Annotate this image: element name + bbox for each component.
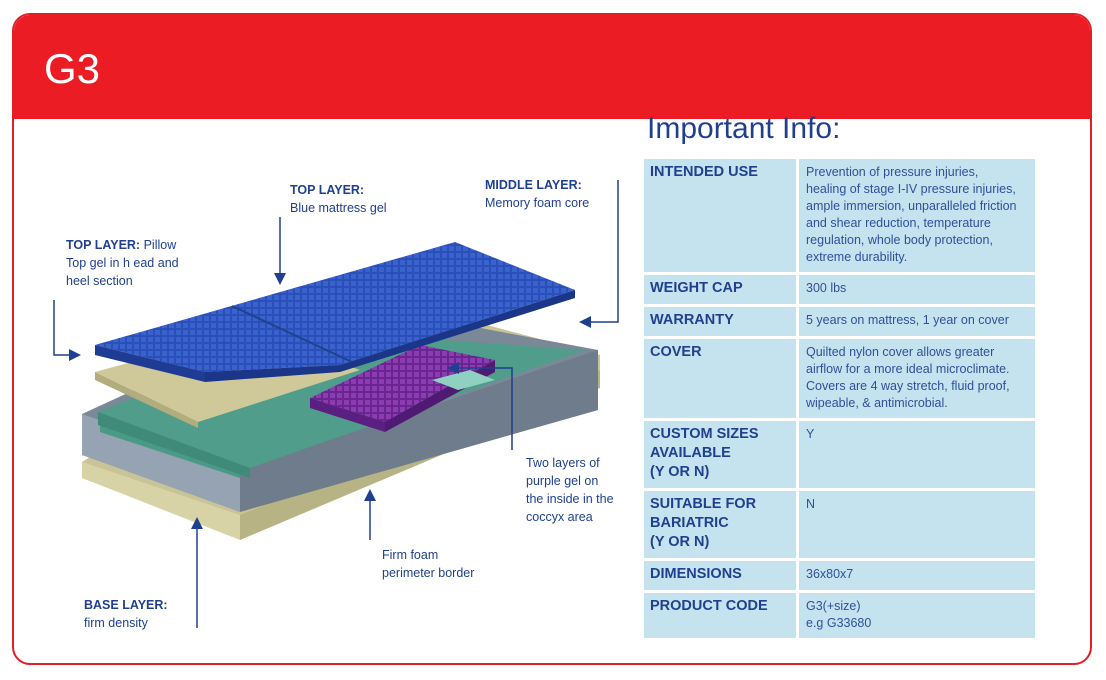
callout-heading: BASE LAYER: <box>84 598 168 612</box>
info-row: WEIGHT CAP 300 lbs <box>644 275 1035 304</box>
header-bar: G3 <box>14 15 1090 119</box>
callout-text: the inside in the <box>526 492 614 506</box>
info-row: CUSTOM SIZES AVAILABLE (Y OR N) Y <box>644 421 1035 488</box>
info-value: G3(+size) e.g G33680 <box>799 593 1035 638</box>
info-value: 5 years on mattress, 1 year on cover <box>799 307 1035 336</box>
callout-border: Firm foam perimeter border <box>382 546 474 582</box>
info-label-line: (Y OR N) <box>650 464 710 480</box>
blue-gel-top <box>95 242 575 382</box>
callout-top-blue: TOP LAYER: Blue mattress gel <box>290 181 387 217</box>
callout-heading: TOP LAYER: <box>290 183 365 197</box>
info-label-line: PRODUCT CODE <box>650 598 768 614</box>
info-value-line: wipeable, & antimicrobial. <box>806 396 948 410</box>
callout-text: perimeter border <box>382 566 475 580</box>
info-value: 300 lbs <box>799 275 1035 304</box>
info-title: Important Info: <box>647 112 841 145</box>
info-row: PRODUCT CODE G3(+size) e.g G33680 <box>644 593 1035 638</box>
info-value-line: 300 lbs <box>806 281 847 295</box>
info-row: SUITABLE FOR BARIATRIC (Y OR N) N <box>644 491 1035 558</box>
info-label-line: CUSTOM SIZES <box>650 426 759 442</box>
callout-text: coccyx area <box>526 510 593 524</box>
info-value: Y <box>799 421 1035 488</box>
info-value-line: healing of stage I-IV pressure injuries, <box>806 182 1016 196</box>
info-value-line: N <box>806 497 816 511</box>
info-value: Quilted nylon cover allows greater airflo… <box>799 339 1035 418</box>
info-row: WARRANTY 5 years on mattress, 1 year on c… <box>644 307 1035 336</box>
callout-text: heel section <box>66 274 133 288</box>
info-label: PRODUCT CODE <box>644 593 796 638</box>
callout-text: Top gel in h ead and <box>66 256 179 270</box>
info-label-line: INTENDED USE <box>650 164 758 180</box>
callout-text: Pillow <box>143 238 177 252</box>
info-label-line: AVAILABLE <box>650 445 731 461</box>
info-row: DIMENSIONS 36x80x7 <box>644 561 1035 590</box>
info-value-line: airflow for a more ideal microclimate. <box>806 362 1010 376</box>
info-label-line: WEIGHT CAP <box>650 280 743 296</box>
info-label-line: COVER <box>650 344 702 360</box>
info-value-line: regulation, whole body protection, <box>806 233 993 247</box>
info-label: CUSTOM SIZES AVAILABLE (Y OR N) <box>644 421 796 488</box>
info-value-line: ample immersion, unparalleled friction <box>806 199 1017 213</box>
callout-purple: Two layers of purple gel on the inside i… <box>526 454 614 526</box>
info-label: INTENDED USE <box>644 159 796 272</box>
product-title: G3 <box>44 45 101 92</box>
info-label: DIMENSIONS <box>644 561 796 590</box>
callout-text: Two layers of <box>526 456 600 470</box>
info-value: Prevention of pressure injuries, healing … <box>799 159 1035 272</box>
info-row: INTENDED USE Prevention of pressure injur… <box>644 159 1035 272</box>
info-row: COVER Quilted nylon cover allows greater a… <box>644 339 1035 418</box>
callout-text: Blue mattress gel <box>290 201 387 215</box>
info-label: SUITABLE FOR BARIATRIC (Y OR N) <box>644 491 796 558</box>
callout-text: purple gel on <box>526 474 599 488</box>
callout-heading: MIDDLE LAYER: <box>485 178 582 192</box>
info-value: 36x80x7 <box>799 561 1035 590</box>
info-value-line: 36x80x7 <box>806 567 854 581</box>
info-label-line: DIMENSIONS <box>650 566 742 582</box>
info-value-line: and shear reduction, temperature <box>806 216 991 230</box>
callout-base: BASE LAYER: firm density <box>84 596 168 632</box>
info-value-line: Prevention of pressure injuries, <box>806 165 979 179</box>
info-value-line: Quilted nylon cover allows greater <box>806 345 995 359</box>
callout-top-pillow: TOP LAYER: Pillow Top gel in h ead and h… <box>66 236 179 290</box>
info-label-line: BARIATRIC <box>650 515 729 531</box>
callout-middle: MIDDLE LAYER: Memory foam core <box>485 176 589 212</box>
callout-text: Memory foam core <box>485 196 590 210</box>
info-label-line: (Y OR N) <box>650 534 710 550</box>
info-value: N <box>799 491 1035 558</box>
info-table: INTENDED USE Prevention of pressure injur… <box>641 156 1038 641</box>
info-label: WARRANTY <box>644 307 796 336</box>
info-value-line: Y <box>806 427 815 441</box>
info-label: WEIGHT CAP <box>644 275 796 304</box>
info-label-line: WARRANTY <box>650 312 734 328</box>
callout-arrows <box>53 180 619 628</box>
callout-heading: TOP LAYER: <box>66 238 141 252</box>
callout-text: firm density <box>84 616 148 630</box>
info-value-line: e.g G33680 <box>806 616 872 630</box>
info-label: COVER <box>644 339 796 418</box>
info-value-line: 5 years on mattress, 1 year on cover <box>806 313 1009 327</box>
info-label-line: SUITABLE FOR <box>650 496 757 512</box>
info-value-line: G3(+size) <box>806 599 861 613</box>
info-value-line: extreme durability. <box>806 250 908 264</box>
callout-text: Firm foam <box>382 548 439 562</box>
info-value-line: Covers are 4 way stretch, fluid proof, <box>806 379 1010 393</box>
